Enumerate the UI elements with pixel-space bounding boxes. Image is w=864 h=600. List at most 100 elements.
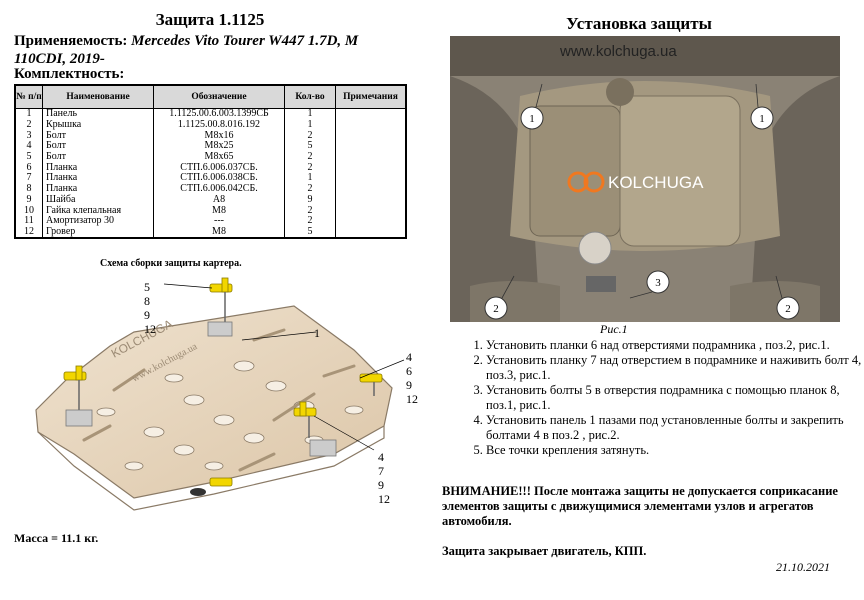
label-part-1: 1 bbox=[314, 326, 320, 340]
install-step: Установить панель 1 пазами под установле… bbox=[486, 413, 864, 443]
cell-name: Шайба bbox=[42, 194, 154, 206]
cell-notes bbox=[335, 162, 407, 174]
kit-heading: Комплектность: bbox=[14, 66, 125, 82]
covers-text: Защита закрывает двигатель, КПП. bbox=[442, 544, 647, 558]
cell-notes bbox=[335, 130, 407, 142]
figure-caption: Рис.1 bbox=[600, 322, 628, 336]
cell-qty: 2 bbox=[284, 152, 336, 163]
cell-qty: 1 bbox=[284, 108, 336, 120]
cell-number: 5 bbox=[14, 152, 43, 163]
cell-notes bbox=[335, 183, 407, 195]
cell-qty: 2 bbox=[284, 205, 336, 216]
cell-notes bbox=[335, 194, 407, 206]
cell-name: Амортизатор 30 bbox=[42, 216, 154, 227]
col-header-name: Наименование bbox=[42, 84, 154, 109]
col-header-qty: Кол-во bbox=[284, 84, 336, 109]
table-header-row: № п/п Наименование Обозначение Кол-во Пр… bbox=[14, 84, 407, 109]
cell-designation: M8x65 bbox=[153, 152, 285, 163]
warning-text: ВНИМАНИЕ!!! После монтажа защиты не допу… bbox=[442, 484, 838, 528]
cell-qty: 9 bbox=[284, 194, 336, 206]
cell-notes bbox=[335, 205, 407, 216]
cell-notes bbox=[335, 173, 407, 184]
cell-qty: 5 bbox=[284, 141, 336, 152]
cell-number: 12 bbox=[14, 227, 43, 239]
cell-qty: 2 bbox=[284, 162, 336, 174]
cell-qty: 1 bbox=[284, 173, 336, 184]
cell-designation: 1.1125.00.8.016.192 bbox=[153, 120, 285, 131]
photo-callouts: 1 1 2 2 3 bbox=[484, 106, 800, 320]
cell-name: Болт bbox=[42, 152, 154, 163]
applicability-value: Mercedes Vito Tourer W447 1.7D, M 110CDI… bbox=[14, 33, 359, 67]
cell-designation: --- bbox=[153, 216, 285, 227]
cell-qty: 2 bbox=[284, 130, 336, 142]
scheme-caption: Схема сборки защиты картера. bbox=[100, 258, 242, 269]
install-step: Все точки крепления затянуть. bbox=[486, 443, 864, 458]
cell-qty: 2 bbox=[284, 216, 336, 227]
cell-number: 8 bbox=[14, 184, 43, 195]
install-step: Установить болты 5 в отверстия подрамник… bbox=[486, 383, 864, 413]
cell-name: Гровер bbox=[42, 227, 154, 239]
label-group-bottom: 4 7 9 12 bbox=[378, 450, 390, 506]
callout-2-right: 2 bbox=[785, 303, 791, 315]
leader-line-1 bbox=[241, 331, 317, 341]
cell-notes bbox=[335, 119, 407, 131]
cell-designation: СТП.6.006.042СБ. bbox=[153, 184, 285, 195]
cell-qty: 1 bbox=[284, 120, 336, 131]
label-group-top: 5 8 9 12 bbox=[144, 280, 156, 336]
install-step: Установить планки 6 над отверстиями подр… bbox=[486, 338, 864, 353]
cell-name: Панель bbox=[42, 108, 154, 120]
cell-notes bbox=[335, 151, 407, 163]
cell-notes bbox=[335, 215, 407, 227]
callout-1-right: 1 bbox=[759, 113, 765, 125]
cell-number: 9 bbox=[14, 194, 43, 206]
photo-watermark: www.kolchuga.ua bbox=[559, 43, 677, 60]
cell-name: Планка bbox=[42, 184, 154, 195]
callout-2-left: 2 bbox=[493, 303, 499, 315]
photo-logo: KOLCHUGA bbox=[567, 171, 704, 193]
col-header-notes: Примечания bbox=[335, 84, 407, 109]
cell-number: 2 bbox=[14, 120, 43, 131]
col-header-designation: Обозначение bbox=[153, 84, 285, 109]
install-photo: www.kolchuga.ua KOLCHUGA 1 1 2 2 3 bbox=[450, 36, 840, 322]
photo-logo-text: KOLCHUGA bbox=[608, 173, 704, 192]
callout-3: 3 bbox=[655, 277, 661, 289]
cell-number: 1 bbox=[14, 108, 43, 120]
cell-notes bbox=[335, 226, 407, 239]
cell-designation: M8 bbox=[153, 227, 285, 239]
label-group-right: 4 6 9 12 bbox=[406, 350, 418, 406]
cell-qty: 5 bbox=[284, 227, 336, 239]
install-step: Установить планку 7 над отверстием в под… bbox=[486, 353, 864, 383]
clamp-blocks bbox=[65, 321, 337, 457]
install-steps: Установить планки 6 над отверстиями подр… bbox=[462, 338, 864, 458]
cell-number: 11 bbox=[14, 216, 43, 227]
mass-text: Масса = 11.1 кг. bbox=[14, 531, 99, 545]
cell-designation: 1.1125.00.6.003.1399СБ bbox=[153, 108, 285, 120]
parts-table: № п/п Наименование Обозначение Кол-во Пр… bbox=[14, 84, 407, 240]
cell-qty: 2 bbox=[284, 184, 336, 195]
bolts bbox=[78, 292, 375, 438]
cell-designation: A8 bbox=[153, 194, 285, 206]
applicability-label: Применяемость: bbox=[14, 33, 128, 49]
page-title: Защита 1.1125 bbox=[155, 10, 265, 29]
cell-name: Крышка bbox=[42, 120, 154, 131]
document-date: 21.10.2021 bbox=[776, 560, 830, 574]
callout-1-left: 1 bbox=[529, 113, 535, 125]
assembly-diagram: www.kolchuga.ua KOLCHUGA bbox=[35, 277, 405, 511]
col-header-number: № п/п bbox=[14, 84, 43, 109]
install-title: Установка защиты bbox=[566, 14, 712, 33]
applicability: Применяемость: Mercedes Vito Tourer W447… bbox=[14, 32, 414, 68]
cell-notes bbox=[335, 108, 407, 120]
skid-plate-panel bbox=[35, 305, 393, 499]
